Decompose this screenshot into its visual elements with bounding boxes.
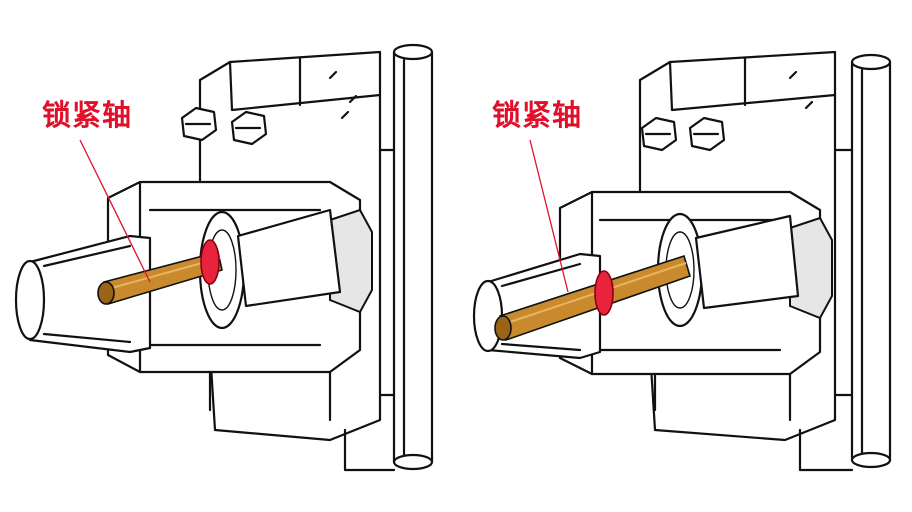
leader-line-right bbox=[529, 139, 569, 293]
leader-line-left bbox=[79, 139, 151, 283]
bolt-right-2 bbox=[688, 116, 726, 152]
locking-ring-right bbox=[594, 270, 614, 316]
sleeve-left bbox=[14, 234, 152, 354]
locking-shaft-left bbox=[97, 251, 223, 306]
guide-rod-right bbox=[850, 53, 892, 469]
callout-label-right: 锁紧轴 bbox=[492, 98, 583, 132]
assembly-right bbox=[472, 50, 892, 472]
callout-label-left: 锁紧轴 bbox=[42, 98, 133, 132]
bolt-left-1 bbox=[180, 106, 218, 142]
guide-rod-left bbox=[392, 43, 434, 471]
bolt-right-1 bbox=[640, 116, 678, 152]
bolt-left-2 bbox=[230, 110, 268, 146]
assembly-left bbox=[14, 43, 434, 472]
locking-ring-left bbox=[200, 239, 220, 285]
